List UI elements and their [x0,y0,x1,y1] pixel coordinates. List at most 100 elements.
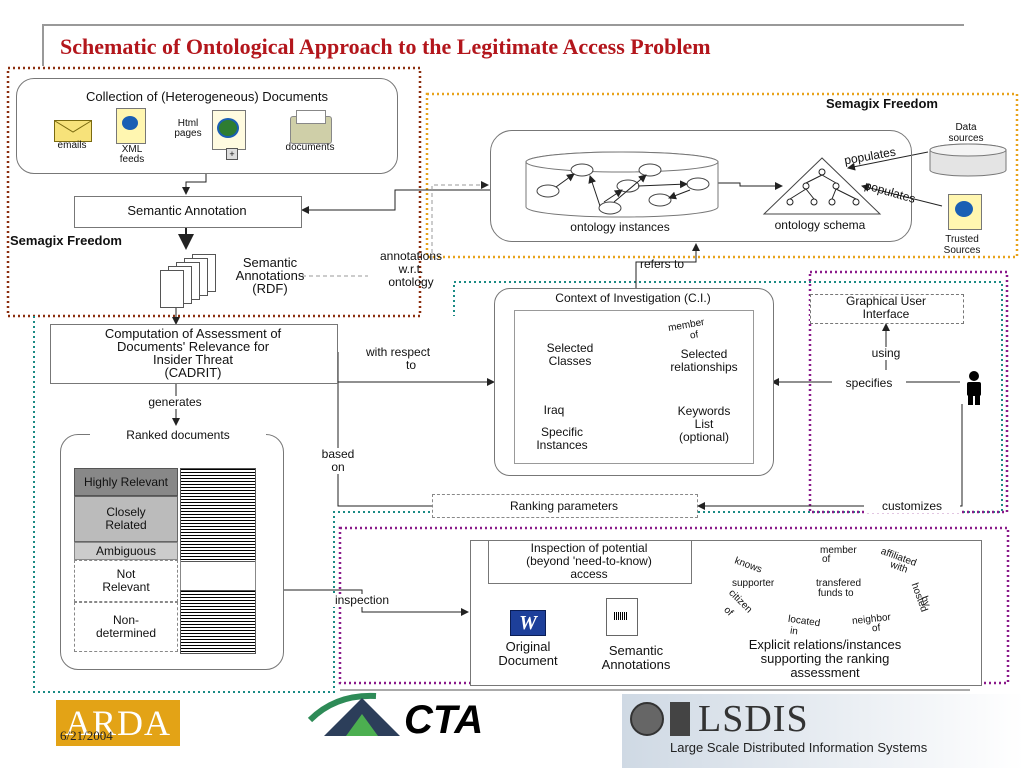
data-sources-label-1: Data [955,122,977,133]
ci-keywords-2: List [694,417,714,431]
gui-box [810,294,964,324]
semantic-annotations-2-2: Annotations [601,657,671,672]
ci-selected-classes-2: Classes [548,354,592,368]
rel-transfered-2: funds to [818,588,854,599]
orange-region [425,92,1019,259]
cta-logo-text: CTA [404,698,484,742]
html-label-2: pages [174,128,202,139]
ci-specific-instances-1: Specific [540,425,584,439]
rank-highly-relevant: Highly Relevant [74,468,178,496]
rank-closely-related: Closely Related [74,496,178,542]
trusted-globe-icon [955,201,973,217]
email-envelope-flap [54,120,92,133]
rdf-page-5 [160,270,184,308]
ci-box [494,288,774,476]
with-respect-label-2: to [406,358,417,372]
customizes-label: customizes [864,500,960,513]
explicit-line-2: supporting the ranking [760,651,890,666]
ranking-parameters-box [432,494,698,518]
with-respect-label-1: with respect [366,345,431,359]
ranked-heading: Ranked documents [90,429,266,442]
left-rule [42,24,44,66]
refers-to-label: refers to [640,257,685,271]
inspection-title-3: access [570,567,608,581]
explicit-line-3: assessment [790,665,860,680]
email-icon [54,120,92,142]
top-rule [42,24,964,26]
inspection-title-box [488,540,692,584]
semantic-annotation-label: Semantic Annotation [127,203,247,218]
html-plus-icon: + [226,148,238,160]
ci-iraq: Iraq [543,403,565,417]
ci-keywords-3: (optional) [678,430,730,444]
rel-member-2: of [822,554,831,565]
inspection-title-1: Inspection of potential [530,541,648,555]
cadrit-box [50,324,338,384]
inspection-title-2: (beyond 'need-to-know) [526,554,652,568]
cadrit-line-3: Insider Threat [153,352,233,367]
based-on-label-2: on [308,461,368,474]
ranking-parameters-label: Ranking parameters [509,499,619,513]
html-globe-icon [217,118,239,138]
semagix-label-top: Semagix Freedom [826,96,938,111]
documents-label: documents [285,142,335,153]
rel-supporter: supporter [732,578,775,589]
rel-member-1: member [820,545,857,556]
lsdis-logo-text: LSDIS [698,698,809,740]
annotations-wrt-1: annotations [379,249,443,263]
word-document-icon: W [510,610,546,636]
gui-label-2: Interface [862,307,910,321]
using-label: using [860,347,912,360]
cadrit-line-2: Documents' Relevance for [116,339,270,354]
cadrit-line-4: (CADRIT) [164,365,222,380]
original-document-1: Original [505,639,551,654]
annotation-barcode-icon [614,612,628,620]
ci-member-of-2: of [689,329,700,342]
semantic-annotation-box [74,196,302,228]
lsdis-bar [670,702,690,736]
data-sources-label-2: sources [948,133,984,144]
ontology-box [490,130,912,242]
annotations-wrt-3: ontology [388,275,434,289]
ranked-stripes-bottom [180,590,256,654]
ontology-schema-label: ontology schema [774,218,866,232]
semantic-annotations-2-1: Semantic [608,643,664,658]
rdf-label-2: Annotations [235,268,305,283]
based-on-label-1: based [308,448,368,461]
cadrit-line-1: Computation of Assessment of [104,326,282,341]
rel-located-2: in [789,625,799,638]
ci-specific-instances-2: Instances [536,438,588,452]
footer-date: 6/21/2004 [60,728,113,743]
lsdis-subtitle: Large Scale Distributed Information Syst… [670,740,928,755]
ci-selected-relationships-2: relationships [670,360,738,374]
trusted-sources-label-2: Sources [943,245,981,256]
brown-region [6,66,422,318]
ranked-blank [180,560,256,590]
arda-logo [56,700,180,746]
rdf-label-1: Semantic [242,255,298,270]
rank-ambiguous: Ambiguous [74,542,178,560]
xml-label-1: XML [121,144,143,155]
rel-transfered-1: transfered [816,578,862,589]
xml-globe-icon [122,116,138,130]
emails-label: emails [57,140,87,151]
semagix-label-left: Semagix Freedom [10,233,122,248]
ci-heading: Context of Investigation (C.I.) [555,291,711,305]
explicit-line-1: Explicit relations/instances [748,637,902,652]
inspection-label: inspection [322,594,402,607]
page-title: Schematic of Ontological Approach to the… [60,34,711,59]
ci-selected-classes-1: Selected [546,341,594,355]
arda-logo-text: ARDA [64,703,171,743]
original-document-2: Document [498,653,558,668]
lsdis-globe-icon [630,702,664,736]
documents-heading: Collection of (Heterogeneous) Documents [85,89,329,104]
ranked-stripes-top [180,468,256,562]
rank-not-relevant: Not Relevant [74,560,178,602]
ci-selected-relationships-1: Selected [680,347,728,361]
rank-non-determined: Non-determined [74,602,178,652]
folder-paper-icon [296,110,326,124]
rel-neighbor-2: of [871,622,881,635]
rdf-label-3: (RDF) [252,281,288,296]
gui-label-1: Graphical User [845,294,927,308]
ci-inner [514,310,754,464]
